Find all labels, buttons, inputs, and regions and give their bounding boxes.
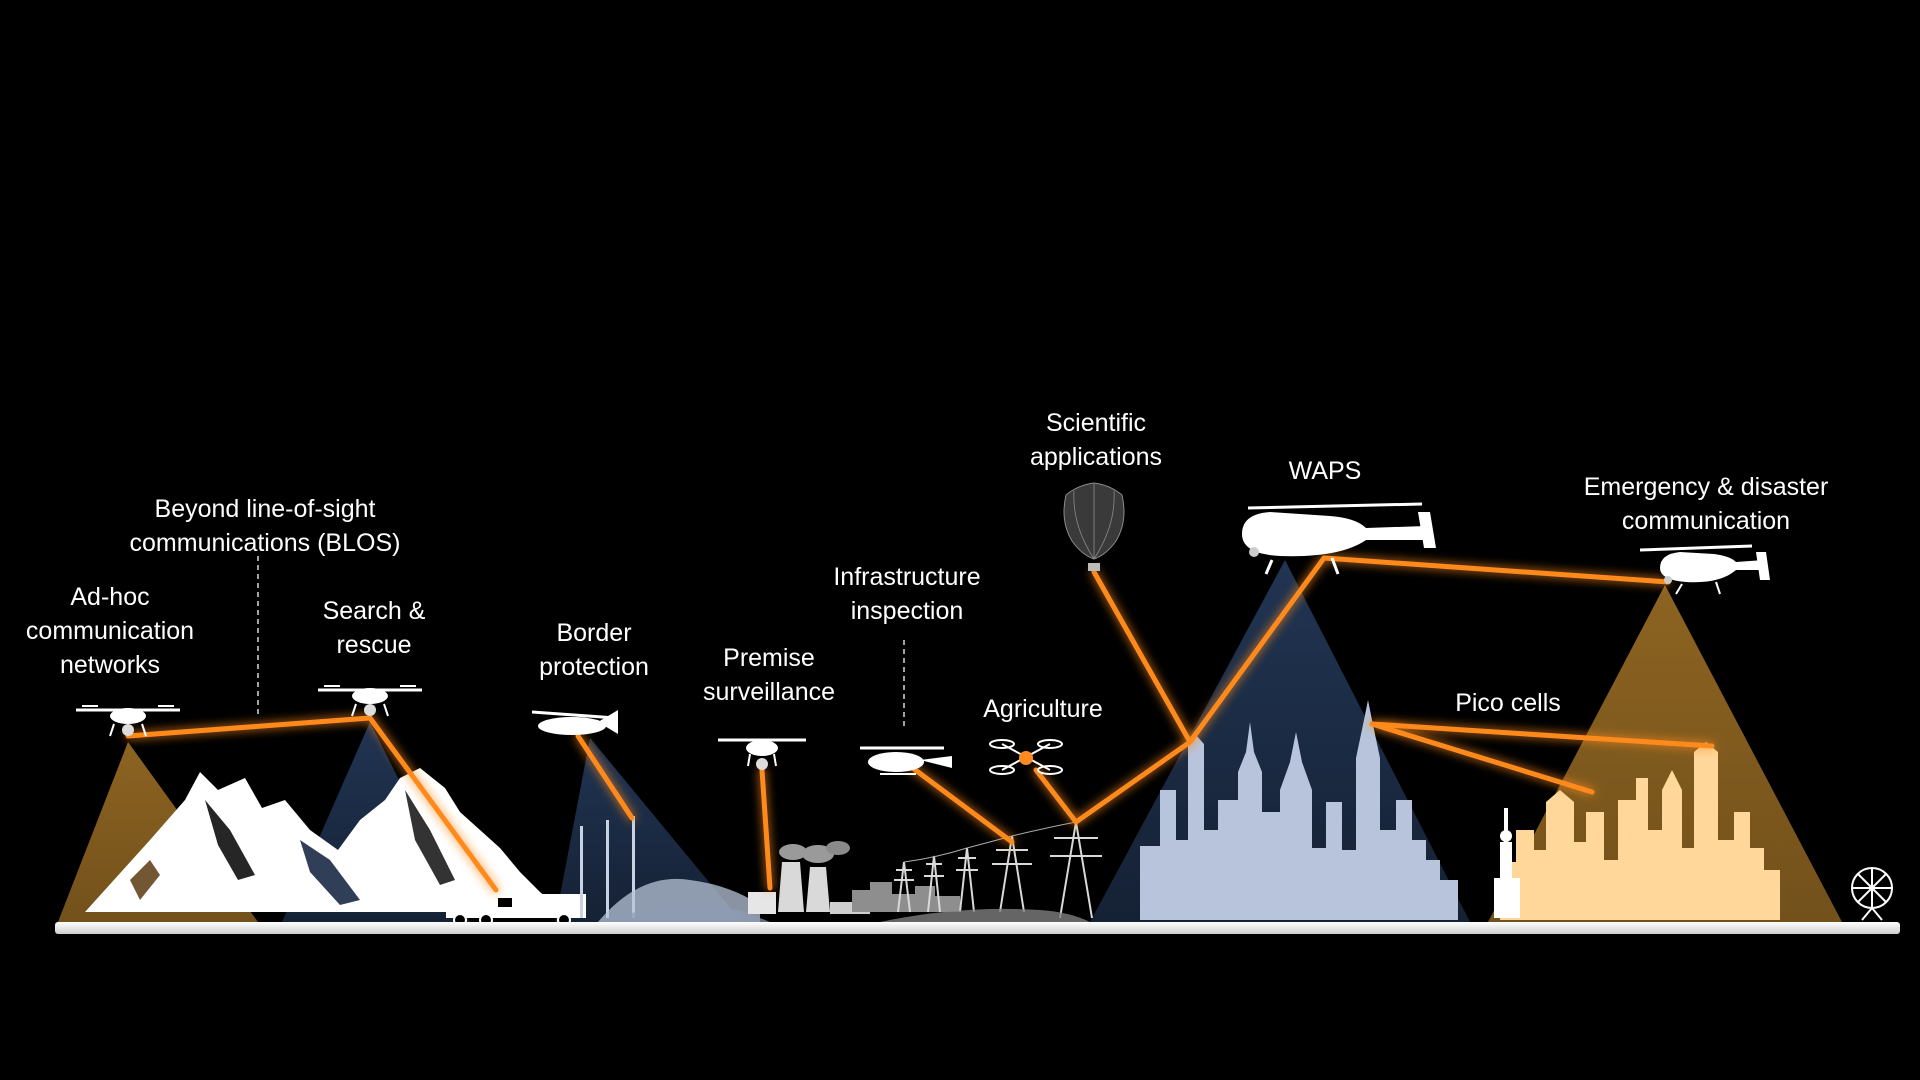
mountain-shadow-1 — [205, 800, 255, 880]
ground-line — [55, 922, 1900, 934]
border-fields — [600, 906, 770, 922]
label-infrastructure: Infrastructure inspection — [833, 563, 981, 625]
radar-mast-icon — [580, 826, 583, 918]
distant-town — [852, 882, 960, 912]
drone-icon — [318, 685, 422, 717]
mountain-shadow-4 — [130, 860, 160, 900]
radar-mast-icon — [606, 820, 609, 918]
ferris-wheel-icon — [1851, 867, 1893, 921]
fire-truck-icon — [446, 886, 586, 927]
power-cables — [903, 821, 1077, 863]
mountain-shadow-3 — [405, 790, 455, 885]
helicopter-icon — [1242, 502, 1436, 575]
communication-links — [125, 555, 1715, 893]
label-adhoc: Ad-hoc communication networks — [25, 583, 195, 679]
label-pico: Pico cells — [1455, 689, 1561, 717]
statue-icon — [1494, 808, 1520, 918]
label-border: Border protection — [539, 619, 649, 681]
radar-mast-icon — [632, 816, 635, 918]
drone-icon — [989, 739, 1063, 775]
infrastructure-area — [852, 821, 1102, 922]
label-waps: WAPS — [1288, 457, 1362, 485]
border-area — [580, 816, 770, 922]
mountains — [85, 768, 565, 912]
balloon-icon — [1063, 482, 1125, 571]
label-premise: Premise surveillance — [702, 644, 836, 706]
mountain-shadow-2 — [300, 840, 360, 905]
label-agriculture: Agriculture — [983, 695, 1103, 723]
label-scientific: Scientific applications — [1029, 409, 1163, 471]
drone-icon — [76, 705, 180, 737]
helicopter-icon — [860, 746, 952, 775]
helicopter-icon — [531, 710, 618, 735]
label-blos: Beyond line-of-sight communications (BLO… — [129, 495, 401, 557]
factory-icon — [748, 841, 870, 914]
label-emergency: Emergency & disaster communication — [1583, 473, 1829, 535]
label-search: Search & rescue — [322, 597, 426, 659]
aircraft — [76, 482, 1770, 775]
cone-emergency — [1488, 585, 1842, 922]
helicopter-icon — [1639, 544, 1770, 595]
drone-icon — [718, 738, 806, 770]
cone-border — [555, 738, 742, 922]
city-skyline-amber — [1500, 742, 1780, 920]
city-skyline-blue — [1140, 700, 1458, 920]
farm-field — [880, 908, 1090, 922]
